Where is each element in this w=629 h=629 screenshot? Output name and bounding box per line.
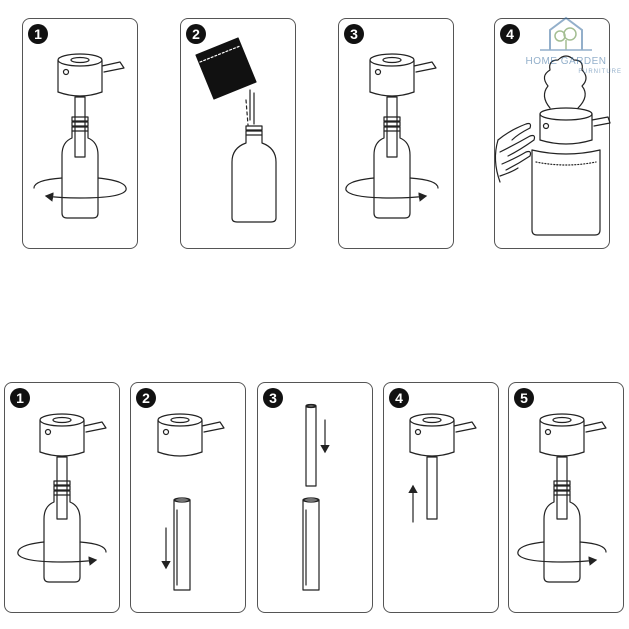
bottom2-diffuser-cap: [157, 413, 225, 457]
step-badge-top-2: 2: [186, 24, 206, 44]
step-badge-bottom-4: 4: [389, 388, 409, 408]
top3-bottle: [373, 116, 411, 219]
top-panel-4: [494, 18, 610, 249]
bottom5-bottle: [543, 480, 581, 583]
bottom4-wick: [426, 456, 438, 520]
bottom2-wick-tube: [173, 497, 191, 591]
step-badge-bottom-2: 2: [136, 388, 156, 408]
bottom5-wick: [556, 456, 568, 520]
watermark-subtitle: FURNITURE: [578, 69, 622, 75]
top3-diffuser-cap: [369, 53, 437, 97]
bottom1-bottle: [43, 480, 81, 583]
bottom1-diffuser-cap: [39, 413, 107, 457]
top2-sachet: [195, 37, 257, 100]
step-badge-top-4: 4: [500, 24, 520, 44]
bottom5-twist-arrow: [517, 541, 607, 566]
watermark-logo: HOME GARDEN FURNITURE: [510, 12, 622, 80]
top-panel-3: [338, 18, 454, 249]
bottom4-diffuser-cap: [409, 413, 477, 457]
top2-bottle: [231, 125, 277, 223]
top3-twist-arrow: [345, 177, 439, 202]
bottom-panel-1: [4, 382, 120, 613]
top-panel-1: [22, 18, 138, 249]
top2-pour-stream: [245, 89, 255, 126]
top1-diffuser-cap: [57, 53, 125, 97]
bottom-panel-3: [257, 382, 373, 613]
top4-mist: [543, 55, 587, 109]
bottom1-wick: [56, 456, 68, 520]
step-badge-bottom-5: 5: [514, 388, 534, 408]
top4-hand: [494, 122, 536, 183]
top1-bottle: [61, 116, 99, 219]
bottom-panel-5: [508, 382, 624, 613]
step-badge-top-3: 3: [344, 24, 364, 44]
step-badge-bottom-3: 3: [263, 388, 283, 408]
step-badge-top-1: 1: [28, 24, 48, 44]
top4-diffuser-body: [531, 107, 611, 236]
top1-twist-arrow: [33, 177, 127, 202]
watermark-title: HOME GARDEN: [525, 56, 607, 67]
step-badge-bottom-1: 1: [10, 388, 30, 408]
bottom1-twist-arrow: [17, 541, 107, 566]
bottom3-wick-tube: [302, 497, 320, 591]
house-tree-logo-icon: [540, 16, 592, 51]
bottom5-diffuser-cap: [539, 413, 607, 457]
bottom3-new-wick: [305, 403, 317, 487]
